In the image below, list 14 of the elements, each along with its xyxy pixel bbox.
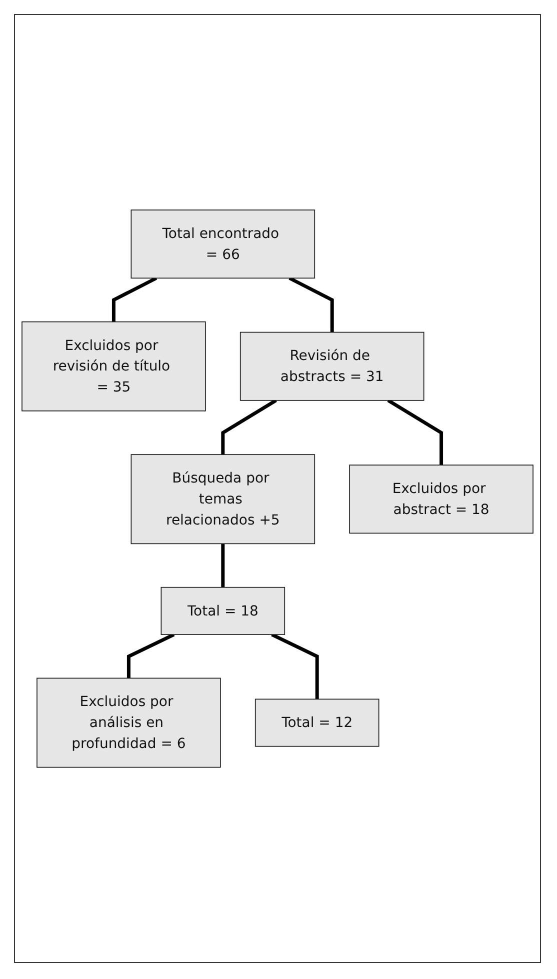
connector <box>221 544 225 588</box>
node-box: Excluidos por análisis en profundidad = 6 <box>36 678 221 768</box>
node-box: Revisión de abstracts = 31 <box>240 332 424 401</box>
connector <box>271 632 319 700</box>
connector <box>112 276 158 322</box>
node-box: Excluidos por abstract = 18 <box>349 464 534 534</box>
node-box: Total = 12 <box>254 698 380 747</box>
connector <box>221 398 277 454</box>
node-box: Excluidos por revisión de título = 35 <box>22 321 206 412</box>
node-box: Total encontrado = 66 <box>130 209 316 278</box>
node-box: Búsqueda por temas relacionados +5 <box>130 454 316 544</box>
node-box: Total = 18 <box>160 586 286 635</box>
connector <box>126 632 175 678</box>
connector <box>387 398 444 465</box>
